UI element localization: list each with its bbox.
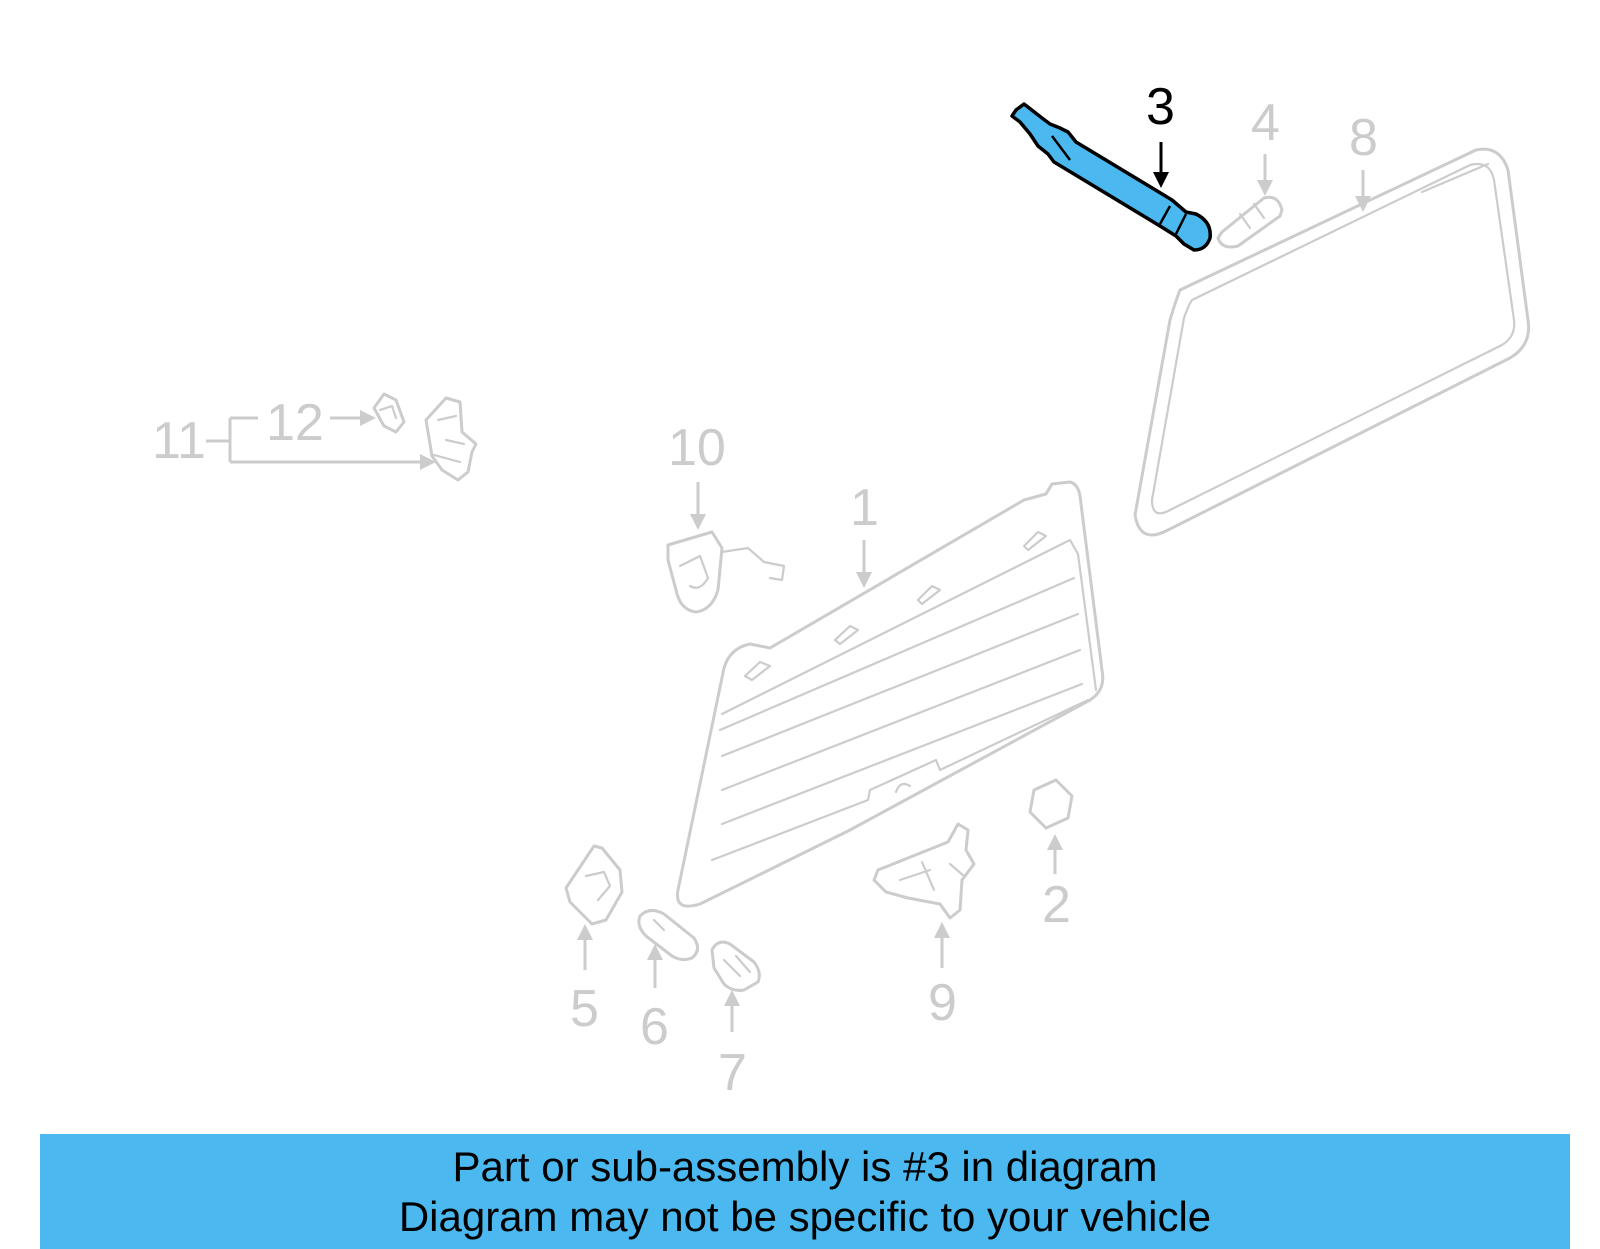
arrowhead-6 [647, 944, 663, 960]
info-banner: Part or sub-assembly is #3 in diagram Di… [40, 1134, 1570, 1249]
leader-arrows [206, 142, 1371, 1032]
callout-7[interactable]: 7 [718, 1044, 747, 1102]
callout-4[interactable]: 4 [1251, 94, 1280, 152]
arrowhead-8 [1355, 196, 1371, 212]
part-5-bracket [564, 844, 624, 926]
part-10-hinge [666, 530, 786, 614]
part-7-clip [710, 940, 761, 992]
part-4-end-fitting [1216, 195, 1284, 249]
arrowhead-2 [1047, 834, 1063, 850]
part-11-hinge-assembly [424, 396, 478, 482]
arrowhead-3 [1153, 172, 1169, 188]
arrowhead-11 [420, 454, 436, 470]
callout-6[interactable]: 6 [640, 998, 669, 1056]
part-8-liftgate-glass [1133, 147, 1531, 537]
callout-9[interactable]: 9 [928, 974, 957, 1032]
arrowhead-12 [360, 410, 376, 426]
callout-8[interactable]: 8 [1349, 109, 1378, 167]
callout-2[interactable]: 2 [1042, 876, 1071, 934]
callout-10[interactable]: 10 [668, 419, 726, 477]
banner-line-1: Part or sub-assembly is #3 in diagram [452, 1142, 1158, 1190]
part-2-nut [1028, 778, 1074, 830]
part-12-hinge-clip [372, 392, 406, 434]
callout-11[interactable]: 11 [152, 412, 206, 470]
arrowhead-7 [724, 990, 740, 1006]
callout-1[interactable]: 1 [850, 479, 879, 537]
arrowhead-1 [856, 572, 872, 588]
banner-line-2: Diagram may not be specific to your vehi… [398, 1192, 1212, 1240]
arrowhead-5 [577, 924, 593, 940]
part-3-lift-strut[interactable] [1010, 102, 1212, 252]
part-6-bumper [637, 909, 699, 962]
callout-3[interactable]: 3 [1146, 78, 1175, 136]
callout-12[interactable]: 12 [266, 394, 324, 452]
arrowhead-4 [1257, 180, 1273, 196]
arrowhead-9 [934, 922, 950, 938]
callout-5[interactable]: 5 [570, 980, 599, 1038]
part-1-trim-panel [675, 480, 1105, 908]
part-9-latch [872, 822, 976, 920]
arrowhead-10 [690, 514, 706, 530]
leader-11 [206, 416, 424, 464]
